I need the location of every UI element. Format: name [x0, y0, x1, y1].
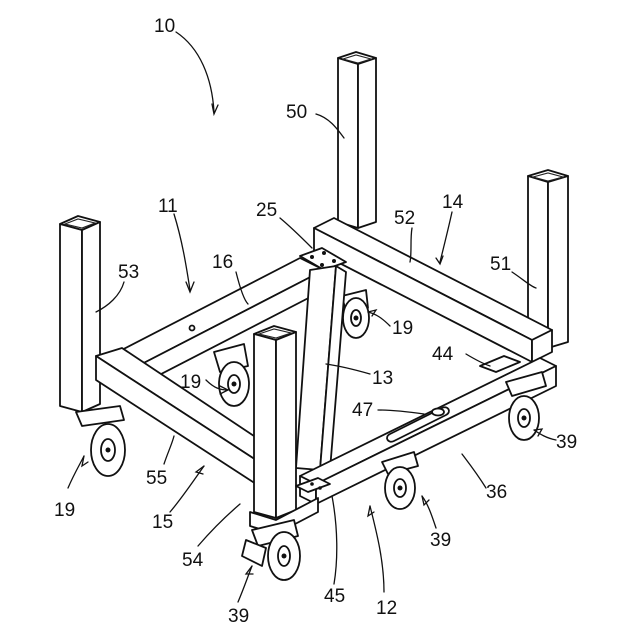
label-19-front-left: 19	[54, 500, 75, 521]
caster-rear-right	[342, 290, 369, 338]
label-11: 11	[158, 196, 178, 217]
beam-52	[314, 218, 552, 362]
label-51: 51	[490, 254, 511, 275]
label-16: 16	[212, 252, 233, 273]
label-45: 45	[324, 586, 345, 607]
label-55: 55	[146, 468, 167, 489]
label-19-rear-right: 19	[392, 318, 413, 339]
label-53: 53	[118, 262, 139, 283]
label-15: 15	[152, 512, 173, 533]
post-53	[60, 216, 100, 412]
label-54: 54	[182, 550, 204, 571]
label-36: 36	[486, 482, 507, 503]
label-14: 14	[442, 192, 464, 213]
label-25: 25	[256, 200, 277, 221]
label-47: 47	[352, 400, 373, 421]
caster-middle	[382, 452, 418, 509]
label-52: 52	[394, 208, 415, 229]
caster-rear-left	[214, 344, 249, 406]
label-13: 13	[372, 368, 393, 389]
label-44: 44	[432, 344, 454, 365]
label-10: 10	[154, 16, 175, 37]
label-19-rear-left: 19	[180, 372, 201, 393]
label-39-right: 39	[556, 432, 577, 453]
label-50: 50	[286, 102, 307, 123]
label-12: 12	[376, 598, 397, 619]
label-39-middle: 39	[430, 530, 451, 551]
post-50	[338, 52, 376, 228]
label-39-front: 39	[228, 606, 249, 627]
post-54	[254, 326, 296, 518]
